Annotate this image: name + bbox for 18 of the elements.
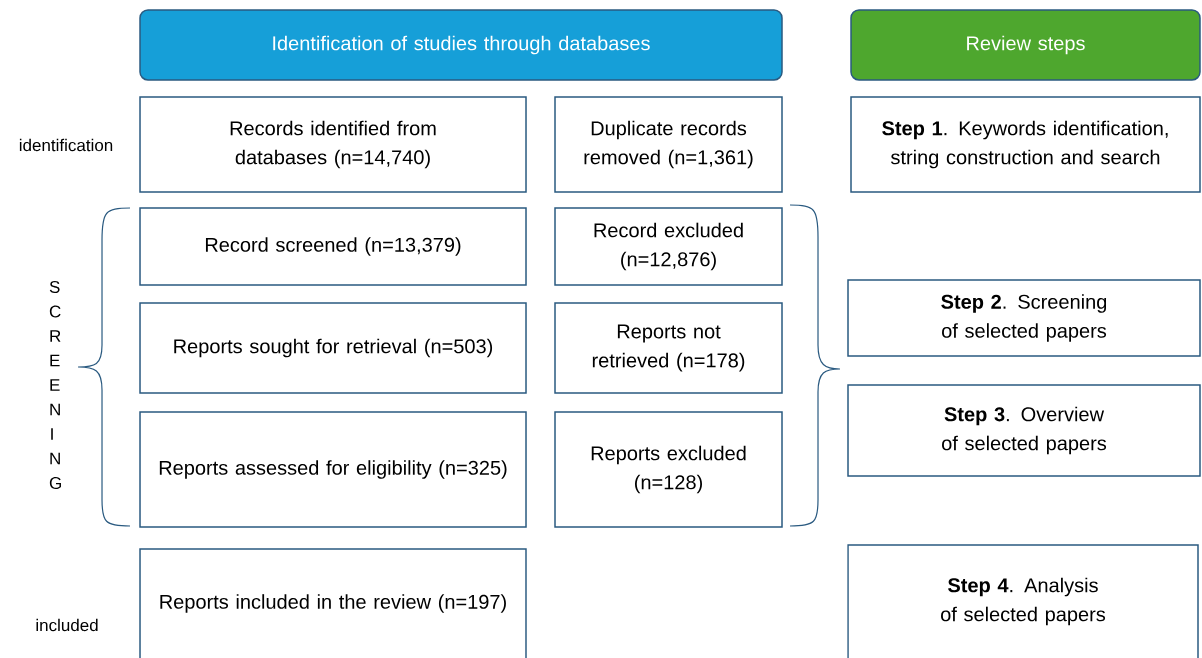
process-box: Record excluded (n=12,876) [554, 207, 783, 286]
step-box: Step 3. Overview of selected papers [847, 384, 1201, 477]
process-box: Records identified from databases (n=14,740) [139, 96, 527, 193]
section-label: identification [19, 138, 113, 152]
step-box: Step 2. Screening of selected papers [847, 279, 1201, 357]
header-banner: Review steps [850, 9, 1201, 81]
process-box: Reports assessed for eligibility (n=325) [139, 411, 527, 528]
process-box: Record screened (n=13,379) [139, 207, 527, 286]
section-label: included [36, 618, 98, 632]
header-banner: Identification of studies through databases [139, 9, 783, 81]
section-label: S C R E E N I N G [49, 281, 61, 489]
process-box: Reports included in the review (n=197) [139, 548, 527, 658]
process-box: Duplicate records removed (n=1,361) [554, 96, 783, 193]
step-box: Step 1. Keywords identification, string construction and search [850, 96, 1201, 193]
process-box: Reports sought for retrieval (n=503) [139, 302, 527, 394]
process-box: Reports excluded (n=128) [554, 411, 783, 528]
step-box: Step 4. Analysis of selected papers [847, 544, 1199, 658]
process-box: Reports not retrieved (n=178) [554, 302, 783, 394]
